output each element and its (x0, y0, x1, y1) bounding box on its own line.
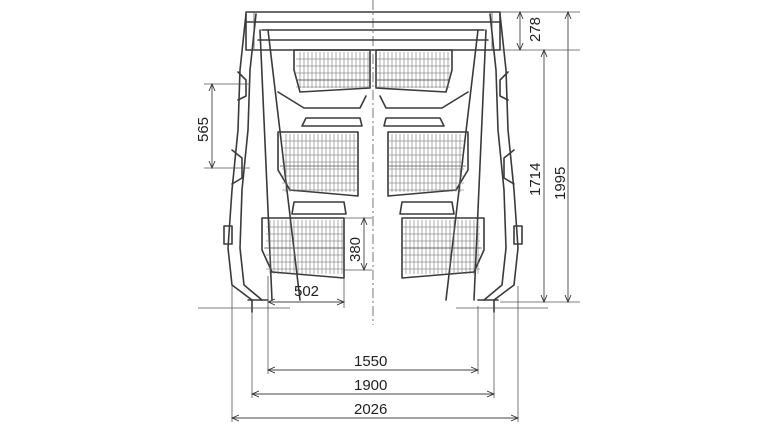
dim-1714-label: 1714 (527, 163, 544, 196)
tier-3-left-cage (261, 201, 347, 279)
dim-278-label: 278 (527, 17, 544, 42)
tier-3-right-cage (399, 201, 485, 279)
dim-1995-label: 1995 (552, 167, 569, 200)
dim-1900-label: 1900 (354, 377, 387, 394)
dim-1550-label: 1550 (354, 353, 387, 370)
tier-2-left-cage (277, 117, 363, 197)
dim-2026-label: 2026 (354, 401, 387, 418)
dim-380-label: 380 (347, 237, 364, 262)
top-frame (245, 11, 501, 51)
tier-1-right-cage (375, 49, 469, 109)
dim-502-label: 502 (294, 283, 319, 300)
dim-565-label: 565 (195, 117, 212, 142)
tier-1-left-cage (277, 49, 371, 109)
tier-2-right-cage (383, 117, 469, 197)
